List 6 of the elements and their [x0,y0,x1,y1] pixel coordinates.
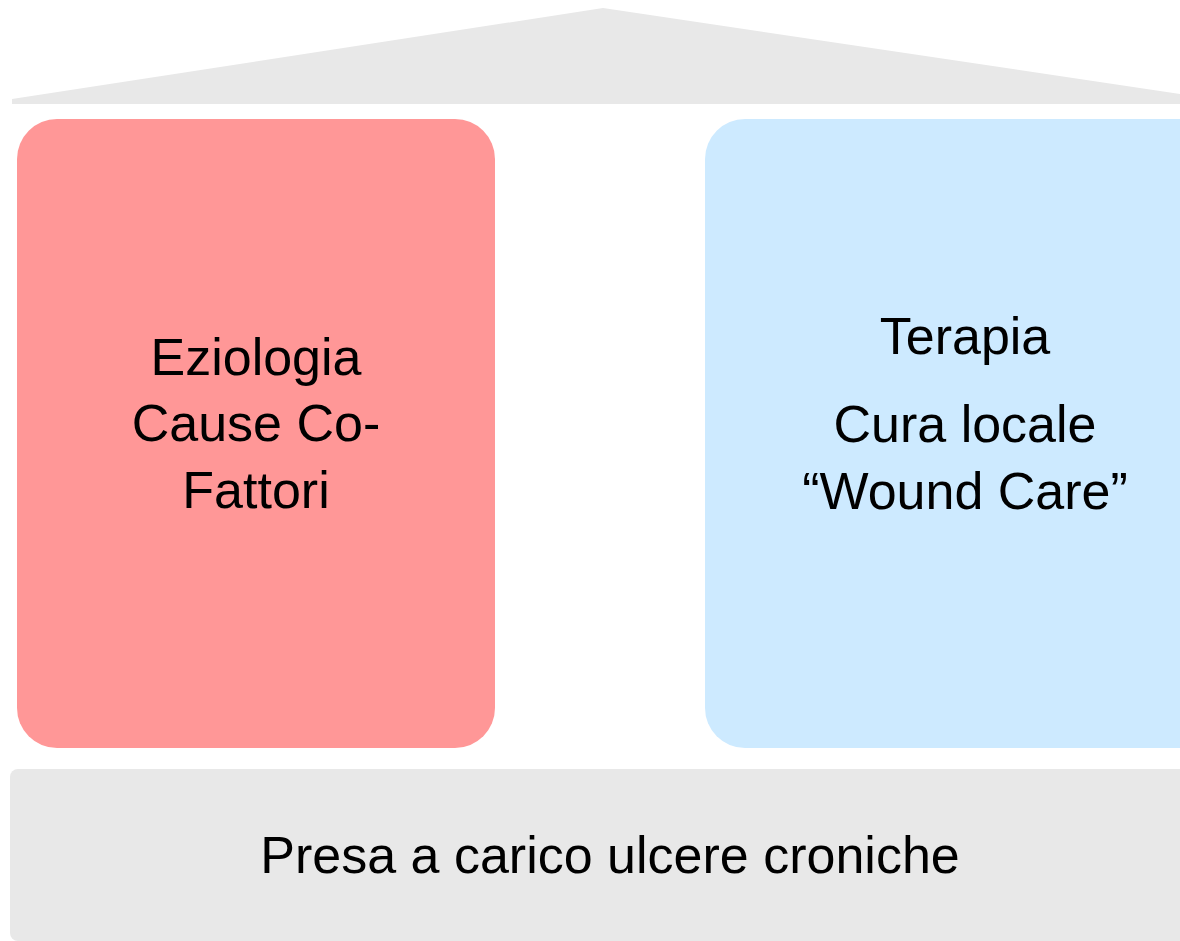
box-label: Cura locale “Wound Care” [801,394,1129,522]
box-label: Presa a carico ulcere croniche [259,824,961,886]
box-label: Terapia [878,305,1052,367]
box-label: Eziologia Cause Co-Fattori [130,326,382,521]
pillar-box [17,119,495,748]
pillar-box [705,119,1180,748]
